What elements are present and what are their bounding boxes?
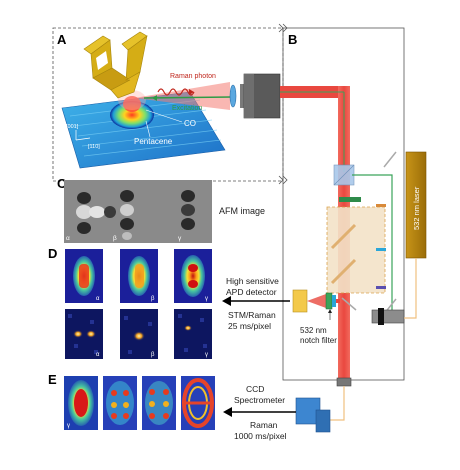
stm-map-beta <box>120 249 158 303</box>
panel-label-a: A <box>57 32 67 47</box>
apd-arrow-head <box>222 296 231 306</box>
raman-map-2 <box>103 376 137 430</box>
panel-d: D α β γ <box>48 246 290 359</box>
panel-label-b: B <box>288 32 297 47</box>
stm-mode-line1: STM/Raman <box>228 310 276 320</box>
raman-mode-line1: Raman <box>250 420 278 430</box>
raman-tag-gamma: γ <box>67 423 70 429</box>
output-coupler <box>336 377 352 387</box>
apd-label-line2: APD detector <box>226 287 277 297</box>
panel-b: B 532 nm laser <box>280 27 427 433</box>
beam-splitter-diag <box>333 164 355 186</box>
mirror-2 <box>330 258 357 285</box>
apd-detector <box>292 289 308 313</box>
panel-c: C α β γ AFM image <box>57 176 265 243</box>
apd-tag-gamma: γ <box>205 352 208 358</box>
afm-molecule-alpha <box>76 192 116 234</box>
stm-tip <box>83 31 148 99</box>
stm-tag-gamma: γ <box>205 296 208 302</box>
axis-110-label: [110] <box>88 144 100 150</box>
panel-label-e: E <box>48 372 57 387</box>
raman-photon-label: Raman photon <box>170 73 216 80</box>
stm-map-alpha <box>65 249 103 303</box>
afm-tag-alpha: α <box>66 235 70 242</box>
molecule-glow <box>123 96 141 112</box>
panel-a: A Raman photon Excitation CO Pentacene [… <box>52 23 288 185</box>
mirror-1 <box>330 223 357 250</box>
apd-label-line1: High sensitive <box>226 276 279 286</box>
panel-label-c: C <box>57 176 67 191</box>
spectrometer-fiber <box>330 386 345 421</box>
collimating-lens <box>229 84 237 108</box>
pentacene-label: Pentacene <box>134 137 173 146</box>
window-housing-shade <box>244 74 254 118</box>
ccd-label-line1: CCD <box>246 384 264 394</box>
ccd-spectrometer-head <box>315 409 331 433</box>
filter-cyan <box>376 248 386 251</box>
afm-molecule-beta <box>120 190 134 240</box>
molecule-hotspot <box>110 101 154 129</box>
apd-map-alpha <box>65 309 103 359</box>
raman-mode-line2: 1000 ms/pixel <box>234 431 287 441</box>
afm-tag-gamma: γ <box>178 235 182 242</box>
green-filter <box>339 197 361 202</box>
notch-label-line1: 532 nm <box>300 326 327 335</box>
raman-arrow-head <box>189 89 194 95</box>
laser-label: 532 nm laser <box>412 186 421 230</box>
laser-green-path <box>352 174 393 318</box>
apd-map-beta <box>120 309 158 359</box>
apd-beam-cone <box>307 294 326 308</box>
notch-pointer-head <box>328 309 332 313</box>
window-flange-left <box>240 84 244 108</box>
panel-e: E γ CCD Spec <box>48 372 296 441</box>
fiber-coupler <box>371 309 405 324</box>
stm-mode-line2: 25 ms/pixel <box>228 321 271 331</box>
raman-photon-wave <box>157 88 195 96</box>
co-pointer <box>145 109 183 123</box>
excitation-label: Excitation <box>172 105 202 112</box>
ccd-label-line2: Spectrometer <box>234 395 285 405</box>
ccd-arrow-head <box>223 407 232 417</box>
pentacene-pointer <box>145 120 151 138</box>
fiber-coupler-core <box>378 308 384 325</box>
excitation-arrow-head <box>152 95 157 101</box>
axis-001-label: [001] <box>66 124 79 130</box>
mirror-left-bottom <box>341 297 357 311</box>
afm-caption: AFM image <box>219 206 265 216</box>
notch-lens <box>332 295 336 307</box>
apd-map-gamma <box>174 309 212 359</box>
laser-fiber <box>404 258 417 319</box>
notch-label-line2: notch filter <box>300 336 337 345</box>
notch-filter <box>325 292 333 310</box>
crystal-axes <box>75 130 91 141</box>
panel-label-d: D <box>48 246 57 261</box>
raman-map-4 <box>181 376 215 430</box>
filter-purple <box>376 286 386 289</box>
raman-map-1 <box>64 376 98 430</box>
co-label: CO <box>184 119 196 128</box>
excitation-beam <box>143 96 233 99</box>
afm-tag-beta: β <box>113 235 117 242</box>
mirror-right-top <box>383 151 397 168</box>
apd-tag-alpha: α <box>96 352 100 358</box>
stm-tag-beta: β <box>151 296 155 302</box>
filter-orange <box>376 204 386 207</box>
apd-tag-beta: β <box>151 352 155 358</box>
raman-map-3 <box>142 376 176 430</box>
stm-tag-alpha: α <box>96 296 100 302</box>
stm-map-gamma <box>174 249 212 303</box>
raman-beam-cone <box>134 82 230 110</box>
afm-molecule-gamma <box>181 190 195 230</box>
